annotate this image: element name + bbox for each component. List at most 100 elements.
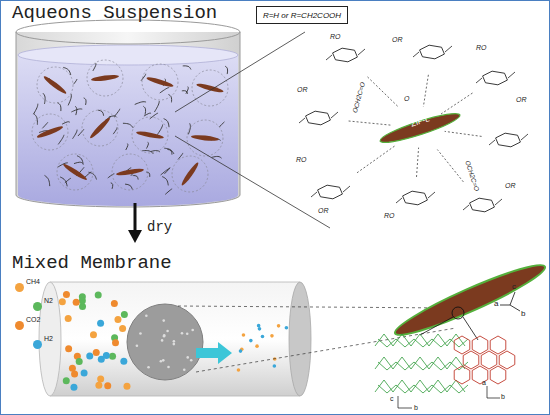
glucose-ring <box>333 48 358 62</box>
gas-molecule <box>186 356 189 359</box>
axis-label: b <box>501 393 505 400</box>
dashed-shell <box>32 114 68 150</box>
polymer-chain <box>143 106 145 114</box>
zif-l-flake <box>91 74 119 82</box>
zif-l-flake <box>191 134 219 142</box>
node-label: R=H or R=CH2COOH <box>263 11 341 20</box>
gas-molecule <box>242 333 246 337</box>
zif-framework <box>490 336 506 354</box>
hydrogen-bond <box>417 148 419 177</box>
axis-label: c <box>390 395 394 402</box>
zoom-line <box>175 32 305 112</box>
axis-line <box>487 398 500 399</box>
axis-label: b <box>414 404 418 411</box>
chemical-bond <box>326 49 365 60</box>
gas-swatch <box>33 302 42 311</box>
polymer-chain <box>42 122 47 128</box>
zif-l-flake <box>62 162 88 181</box>
gas-swatch <box>33 340 42 349</box>
gas-molecule <box>73 299 80 306</box>
gas-molecule <box>111 300 118 307</box>
gas-molecule <box>123 383 130 390</box>
glucose-ring <box>470 198 495 212</box>
zif-layer <box>378 385 468 393</box>
dashed-shell <box>192 70 228 106</box>
zoom-line <box>463 317 478 340</box>
gas-label: CH4 <box>26 278 40 285</box>
glucose-ring <box>483 71 508 85</box>
gas-molecule <box>90 331 97 338</box>
polymer-chain <box>164 148 174 154</box>
gas-molecule <box>270 334 274 338</box>
process-arrow <box>134 203 137 232</box>
coated-particle <box>172 156 208 192</box>
gas-molecule <box>103 352 110 359</box>
polymer-chain <box>146 142 148 148</box>
polymer-chain <box>123 123 133 128</box>
gas-molecule <box>285 326 289 330</box>
polymer-chain <box>33 104 37 115</box>
gas-molecule <box>120 358 127 365</box>
gas-molecule <box>81 370 88 377</box>
tube-edge <box>50 282 300 283</box>
polymer-chain <box>73 130 78 139</box>
zoom-line <box>178 306 452 308</box>
polymer-chain <box>219 122 224 127</box>
polymer-chain <box>108 174 115 178</box>
gas-molecule <box>59 298 66 305</box>
polymer-chain <box>78 129 84 136</box>
polymer-chain <box>65 178 71 182</box>
gas-molecule <box>86 353 93 360</box>
chemical-bond <box>489 134 528 145</box>
dashed-shell <box>187 120 223 156</box>
gas-molecule <box>119 325 126 332</box>
hydrogen-bond <box>357 146 395 173</box>
polymer-chain <box>161 168 171 175</box>
dashed-shell <box>57 154 93 190</box>
tube-end <box>289 282 311 396</box>
glucose-ring <box>318 185 343 199</box>
gas-molecule <box>97 376 104 383</box>
gas-molecule <box>95 292 102 299</box>
polymer-chain <box>135 102 146 105</box>
glucose-ring <box>306 111 331 125</box>
chem-label: OR <box>516 96 527 103</box>
polymer-chain <box>157 124 162 134</box>
polymer-chain <box>167 149 171 154</box>
beaker-wall <box>16 32 240 207</box>
zoom-line <box>420 317 453 335</box>
chem-label: O <box>404 95 409 102</box>
gas-molecule <box>239 349 243 353</box>
membrane-disc <box>127 304 203 380</box>
polymer-chain <box>126 144 128 151</box>
glucose-ring <box>403 191 428 205</box>
chem-label: OR <box>392 36 403 43</box>
glucose-ring <box>496 133 521 147</box>
chem-label: RO <box>384 212 395 219</box>
polymer-chain <box>109 116 117 117</box>
hydrogen-bond <box>423 75 428 107</box>
gas-label: CO2 <box>26 316 40 323</box>
polymer-chain <box>77 156 83 165</box>
zif-framework <box>472 336 488 354</box>
cellulose-structure <box>299 45 528 212</box>
membrane-tube <box>50 282 300 396</box>
gas-molecule <box>237 368 241 372</box>
chem-label: OR <box>297 86 308 93</box>
formula-box: R=H or R=CH2COOH <box>256 6 348 24</box>
polymer-chain <box>183 66 191 70</box>
step-label: Mixed Membrane <box>12 254 172 273</box>
zif-l-flake <box>136 130 164 140</box>
zif-l-flake <box>146 76 174 89</box>
gas-molecule <box>255 344 259 348</box>
chemical-bond <box>311 186 350 197</box>
chemical-bond <box>476 72 515 83</box>
axis-line <box>487 386 488 398</box>
dashed-shell <box>37 67 73 103</box>
coated-particle <box>37 67 73 103</box>
gas-molecule <box>69 365 76 372</box>
gas-molecule <box>173 340 176 343</box>
gas-molecule <box>145 314 148 317</box>
